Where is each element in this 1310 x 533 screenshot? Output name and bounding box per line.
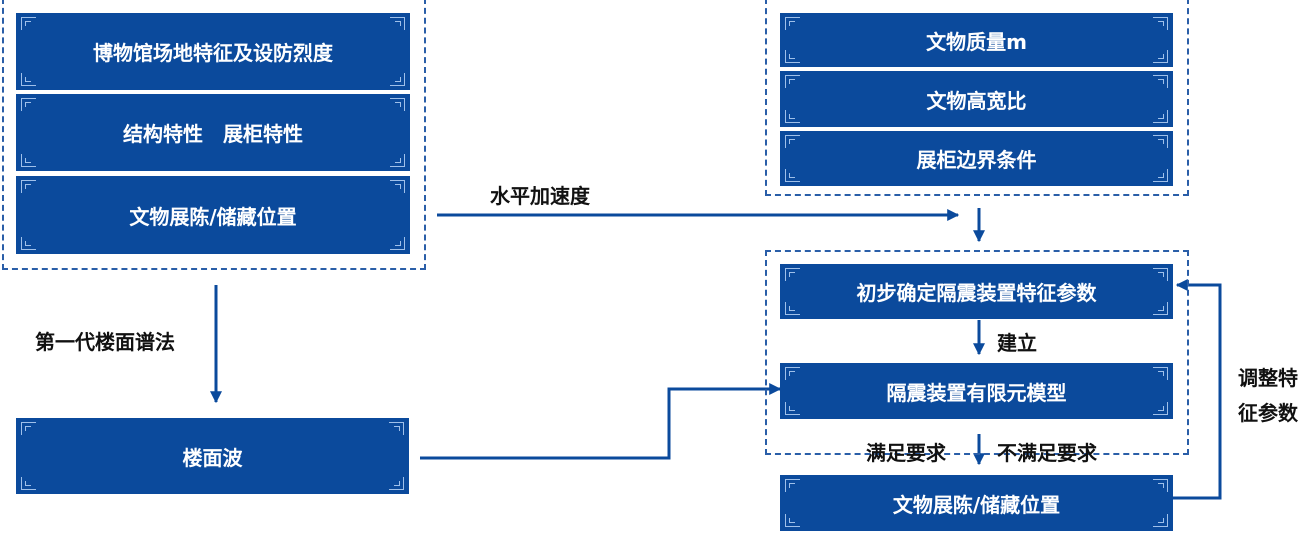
initial-params-box: 初步确定隔震装置特征参数: [780, 264, 1173, 319]
adjust-params-label-line1: 调整特: [1238, 366, 1298, 390]
isolation-group: [765, 250, 1189, 455]
floor-spectrum-method-label: 第一代楼面谱法: [35, 330, 175, 354]
arrow-floor-wave-to-model: [420, 383, 782, 460]
initial-params-label: 初步确定隔震装置特征参数: [856, 281, 1097, 305]
exhibit-location-label: 文物展陈/储藏位置: [129, 204, 297, 229]
build-label: 建立: [997, 331, 1037, 355]
right-input-group: [765, 0, 1189, 196]
aspect-ratio-label: 文物高宽比: [926, 88, 1027, 113]
site-intensity-box: 博物馆场地特征及设防烈度: [16, 13, 410, 90]
satisfied-label: 满足要求: [866, 441, 946, 465]
result-location-box: 文物展陈/储藏位置: [780, 475, 1173, 531]
not-satisfied-label: 不满足要求: [997, 441, 1097, 465]
exhibit-location-box: 文物展陈/储藏位置: [16, 176, 410, 254]
structure-properties-label: 结构特性 展柜特性: [123, 122, 303, 146]
artifact-mass-box: 文物质量m: [780, 13, 1173, 67]
floor-wave-label: 楼面波: [182, 445, 243, 470]
structure-properties-box: 结构特性 展柜特性: [16, 94, 410, 171]
result-location-label: 文物展陈/储藏位置: [892, 492, 1061, 517]
horizontal-acceleration-label: 水平加速度: [490, 184, 590, 208]
fem-model-label: 隔震装置有限元模型: [886, 380, 1067, 405]
site-intensity-label: 博物馆场地特征及设防烈度: [93, 41, 333, 65]
adjust-params-label-line2: 征参数: [1238, 401, 1298, 425]
artifact-mass-label: 文物质量m: [926, 29, 1027, 54]
left-input-group: [2, 0, 426, 270]
boundary-condition-box: 展柜边界条件: [780, 131, 1173, 186]
boundary-condition-label: 展柜边界条件: [916, 148, 1037, 172]
aspect-ratio-box: 文物高宽比: [780, 71, 1173, 127]
arrow-adjust-loop: [1173, 279, 1222, 500]
floor-wave-box: 楼面波: [16, 418, 409, 494]
fem-model-box: 隔震装置有限元模型: [780, 363, 1173, 419]
